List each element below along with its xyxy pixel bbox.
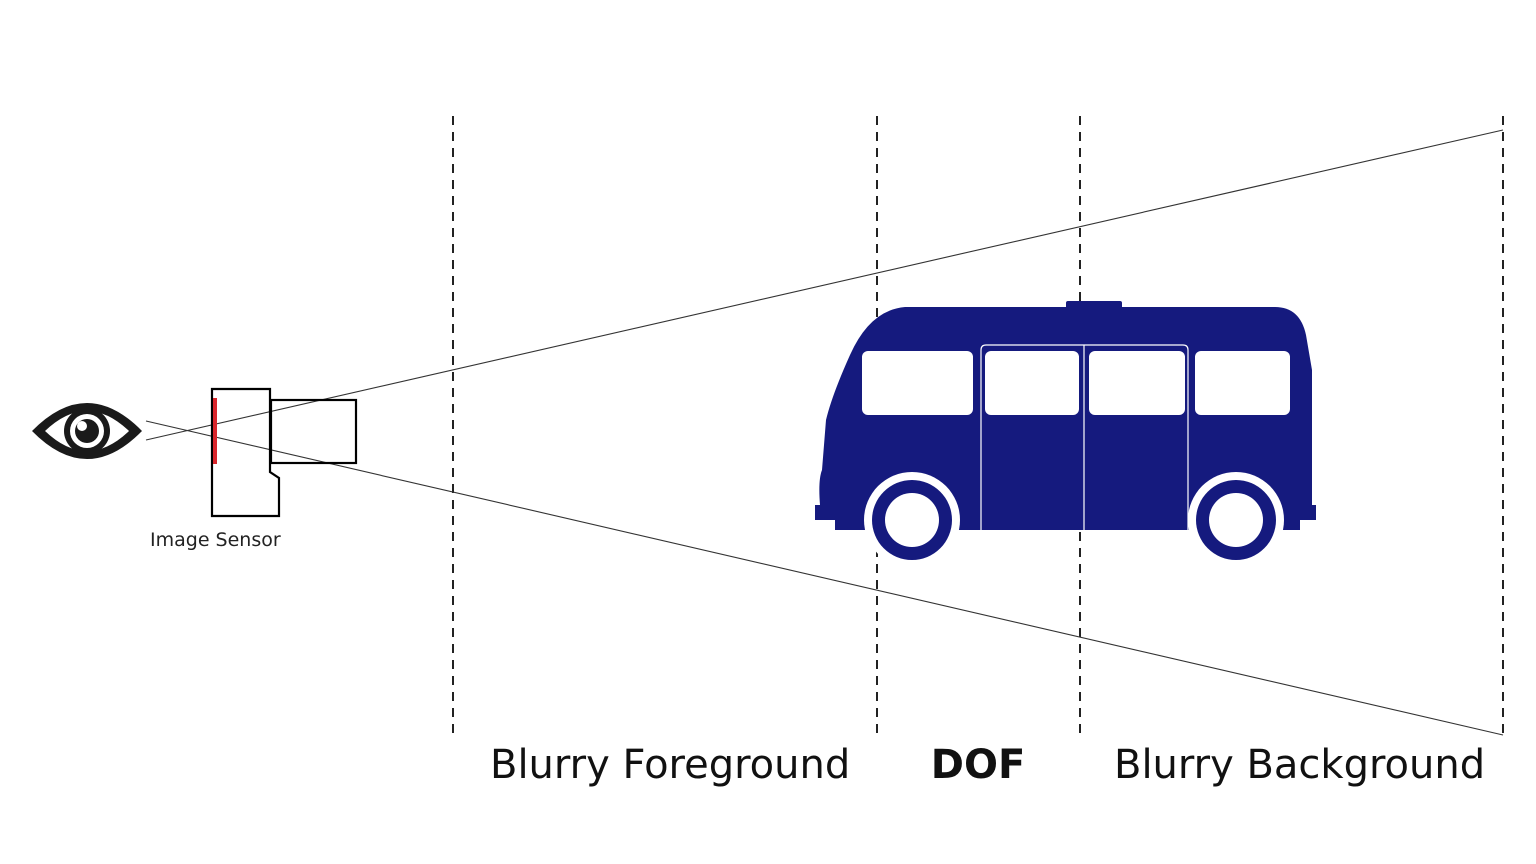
image-sensor-label: Image Sensor (150, 529, 281, 551)
ray-upper (145, 129, 1504, 441)
camera-lens (269, 398, 358, 465)
ray-lower (145, 420, 1504, 736)
van-wheels (864, 472, 1284, 568)
van-window-rear (1195, 351, 1290, 415)
van-windows (862, 351, 1290, 415)
dof-label: DOF (930, 742, 1026, 788)
van-window-front (862, 351, 973, 415)
blurry-background-label: Blurry Background (1114, 742, 1486, 788)
van-window-3 (1089, 351, 1185, 415)
camera-body (210, 387, 281, 518)
van-doors (980, 344, 1189, 530)
eye-icon (32, 403, 142, 459)
blurry-foreground-label: Blurry Foreground (490, 742, 851, 788)
field-of-view-rays (145, 129, 1504, 736)
van-window-2 (985, 351, 1079, 415)
camera-icon (210, 387, 358, 518)
